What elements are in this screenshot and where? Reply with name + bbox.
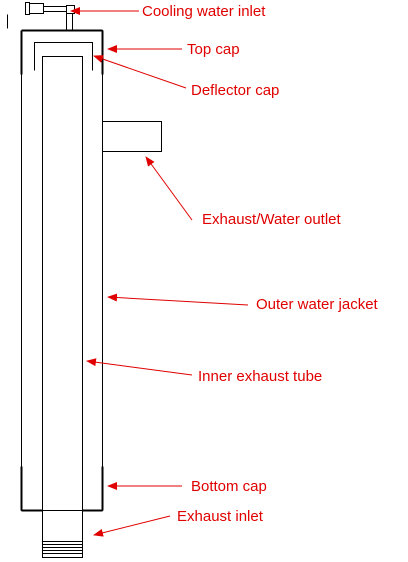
exhaust-water-outlet-pipe [102,121,162,152]
top-cap [20,29,104,75]
exhaust-water-outlet-arrow [145,156,193,221]
exhaust-inlet-arrow [93,515,171,537]
annotations: Cooling water inlet Top cap Deflector ca… [70,3,379,537]
cooling-water-inlet-pipe [7,2,75,31]
deflector-cap [34,42,93,71]
exhaust-water-outlet-label: Exhaust/Water outlet [202,211,342,228]
top-cap-label: Top cap [187,41,240,58]
exhaust-inlet-label: Exhaust inlet [177,508,264,525]
inner-exhaust-tube [42,56,83,541]
outer-water-jacket-arrow [107,293,249,306]
outer-water-jacket-label: Outer water jacket [256,296,379,313]
deflector-cap-label: Deflector cap [191,82,279,99]
inner-exhaust-tube-arrow [86,358,193,376]
inner-exhaust-tube-label: Inner exhaust tube [198,368,322,385]
deflector-cap-arrow [93,55,187,89]
apparatus [7,2,162,558]
exhaust-inlet-threads [42,510,83,558]
cooling-water-inlet-label: Cooling water inlet [142,3,266,20]
bottom-cap-label: Bottom cap [191,478,267,495]
